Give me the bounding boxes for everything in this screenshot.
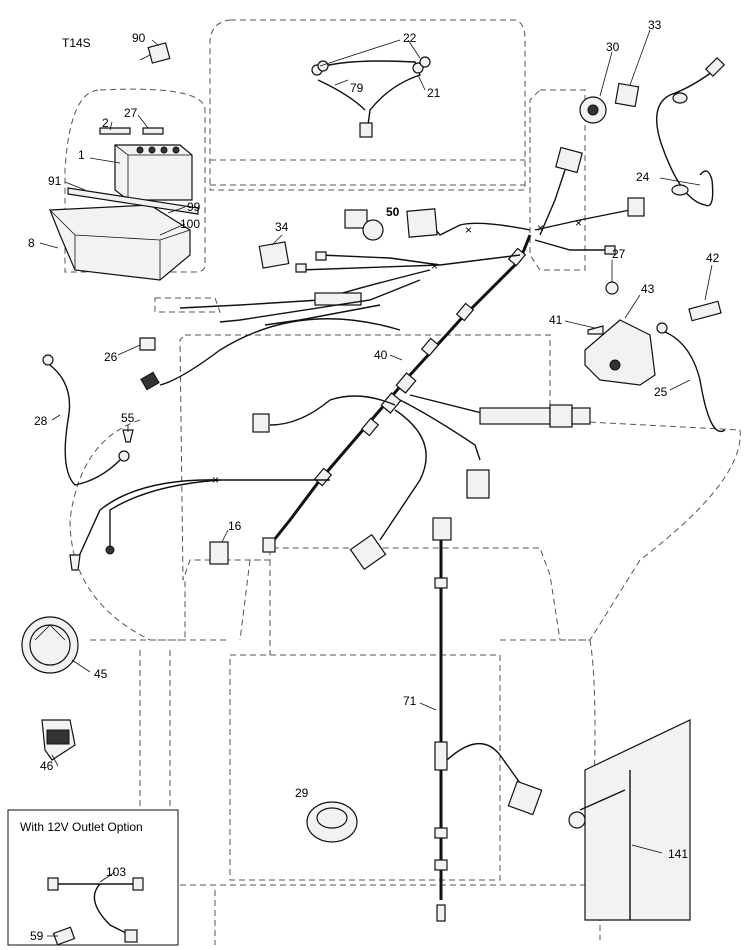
callout-91: 91 (48, 174, 62, 188)
callout-27b: 27 (612, 247, 626, 261)
svg-text:×: × (575, 216, 582, 230)
battery-assembly (49, 127, 199, 281)
callout-27a: 27 (124, 106, 138, 120)
callout-103: 103 (106, 865, 126, 879)
callout-16: 16 (228, 519, 242, 533)
callout-21: 21 (427, 86, 441, 100)
callout-26: 26 (104, 350, 118, 364)
callout-41: 41 (549, 313, 563, 327)
harness-71 (432, 517, 543, 922)
callout-24: 24 (636, 170, 650, 184)
callout-55: 55 (121, 411, 135, 425)
callout-40: 40 (374, 348, 388, 362)
callout-90: 90 (132, 31, 146, 45)
callout-71: 71 (403, 694, 417, 708)
svg-text:×: × (212, 473, 219, 487)
callout-50: 50 (386, 205, 400, 219)
callout-29: 29 (295, 786, 309, 800)
callout-1: 1 (78, 148, 85, 162)
callout-22: 22 (403, 31, 417, 45)
svg-text:×: × (465, 223, 472, 237)
callout-99: 99 (187, 200, 201, 214)
svg-text:×: × (537, 221, 544, 235)
outlet-option-inset (7, 809, 179, 946)
inset-title: With 12V Outlet Option (20, 820, 143, 834)
callout-46: 46 (40, 759, 54, 773)
small-parts (21, 42, 726, 921)
callout-25: 25 (654, 385, 668, 399)
model-label: T14S (62, 36, 91, 50)
labels: T14S With 12V Outlet Option 90 22 79 21 … (20, 18, 720, 943)
callout-28: 28 (34, 414, 48, 428)
svg-text:×: × (431, 259, 438, 273)
callout-100: 100 (180, 217, 200, 231)
callout-59: 59 (30, 929, 44, 943)
callout-45: 45 (94, 667, 108, 681)
callout-8: 8 (28, 236, 35, 250)
callout-79: 79 (350, 81, 364, 95)
callout-42: 42 (706, 251, 720, 265)
leader-lines (39, 29, 713, 937)
callout-33: 33 (648, 18, 662, 32)
callout-30: 30 (606, 40, 620, 54)
main-wire-harness: × × × × × (69, 146, 645, 571)
callout-43: 43 (641, 282, 655, 296)
callout-34: 34 (275, 220, 289, 234)
callout-2: 2 (102, 116, 109, 130)
callout-141: 141 (668, 847, 688, 861)
